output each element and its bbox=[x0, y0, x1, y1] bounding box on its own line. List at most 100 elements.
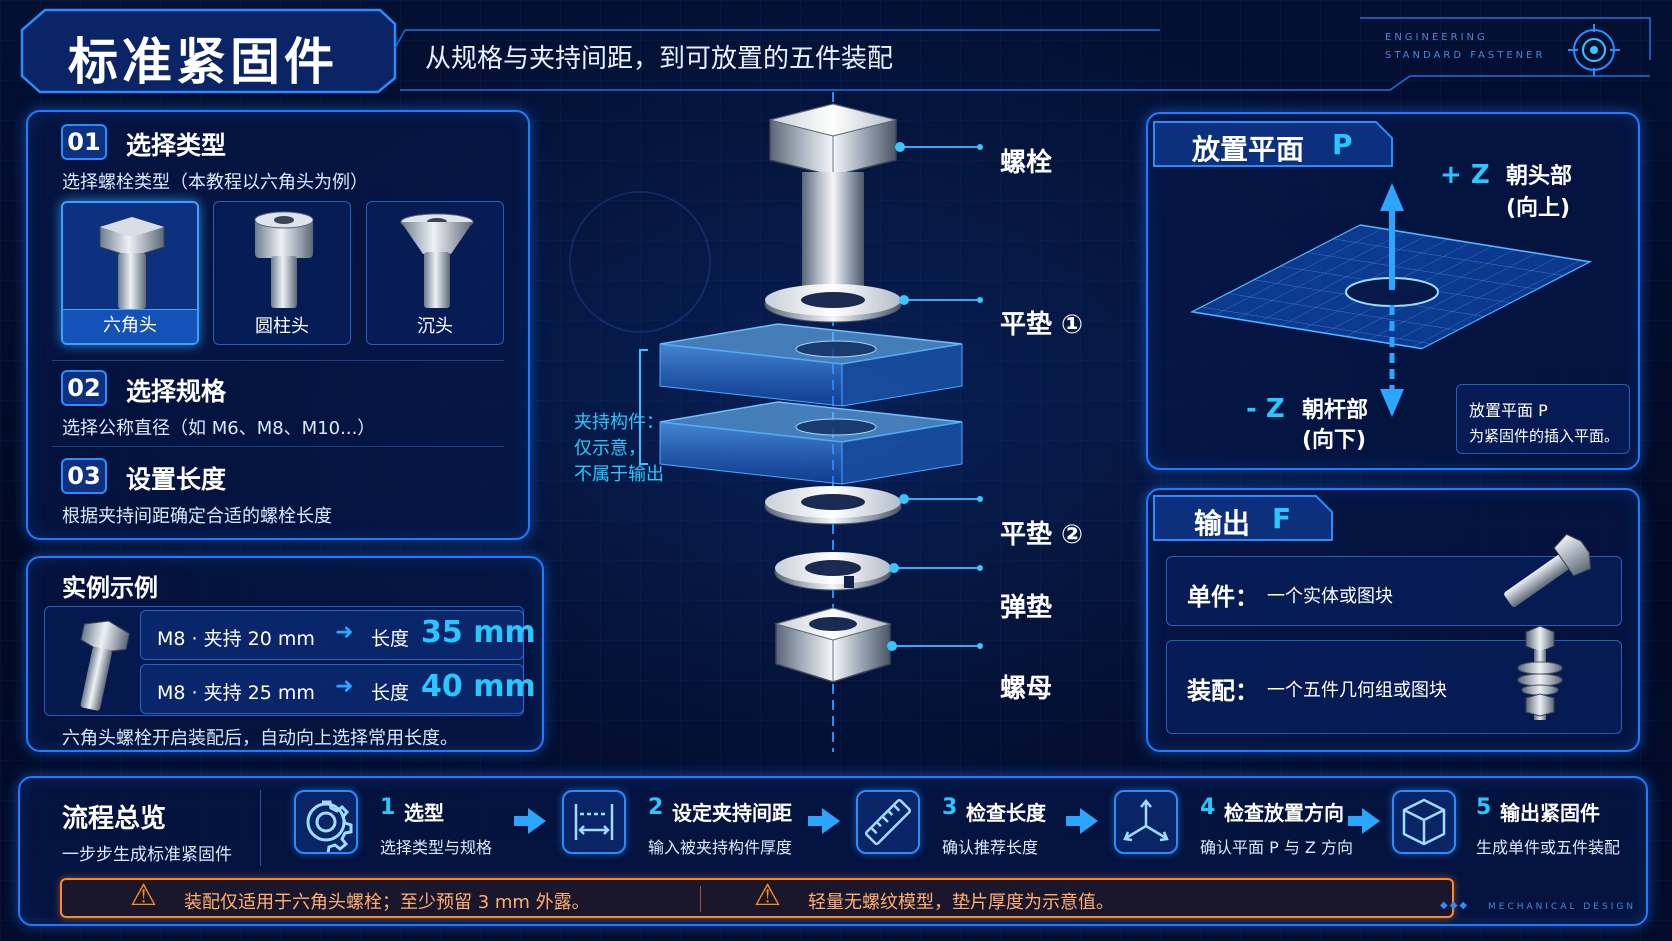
flow-step-4-icon-box[interactable] bbox=[1114, 790, 1178, 854]
minus-z-label: - Z bbox=[1246, 394, 1285, 424]
flow-step-2-num: 2 bbox=[648, 795, 664, 820]
output-title: 输出 bbox=[1194, 507, 1251, 540]
warning-text-2: 轻量无螺纹模型，垫片厚度为示意值。 bbox=[808, 892, 1114, 913]
example-note: 六角头螺栓开启装配后，自动向上选择常用长度。 bbox=[62, 728, 458, 749]
ruler-icon bbox=[864, 798, 912, 846]
step2-badge: 02 bbox=[61, 370, 107, 406]
flow-step-1-title: 选型 bbox=[404, 801, 444, 825]
flow-step-5-num: 5 bbox=[1476, 795, 1492, 820]
plane-title: 放置平面 bbox=[1192, 133, 1305, 166]
flow-divider bbox=[260, 790, 261, 866]
clamp-bracket bbox=[639, 349, 648, 465]
step3-title: 设置长度 bbox=[126, 465, 227, 494]
single-label: 单件： bbox=[1187, 583, 1259, 611]
flow-step-1-desc: 选择类型与规格 bbox=[380, 838, 493, 857]
placement-plane-diagram bbox=[1189, 183, 1593, 417]
example-len-value-1: 35 mm bbox=[421, 615, 536, 650]
footer-tag: MECHANICAL DESIGN bbox=[1488, 902, 1637, 912]
step1-desc: 选择螺栓类型（本教程以六角头为例） bbox=[62, 172, 368, 193]
warning-icon: ⚠ bbox=[754, 878, 781, 913]
type-card-hex[interactable]: 六角头 bbox=[61, 201, 199, 345]
header-frame bbox=[20, 8, 1651, 94]
flow-arrow-1 bbox=[514, 808, 546, 834]
flow-arrow-4 bbox=[1348, 808, 1380, 834]
flow-step-1-icon-box[interactable] bbox=[294, 790, 358, 854]
flow-step-2-icon-box[interactable] bbox=[562, 790, 626, 854]
bolt-example-icon bbox=[80, 620, 130, 711]
example-spec-2: M8 · 夹持 25 mm bbox=[157, 682, 315, 704]
label-bolt: 螺栓 bbox=[1000, 148, 1053, 178]
minus-z-desc-1: 朝杆部 bbox=[1302, 398, 1369, 423]
clamp-note-line-2: 仅示意， bbox=[574, 438, 646, 459]
cube-icon bbox=[1402, 798, 1446, 846]
label-nut: 螺母 bbox=[1000, 674, 1053, 704]
divider bbox=[52, 446, 504, 447]
cylinder-head-bolt-icon bbox=[254, 211, 314, 308]
flow-step-1-num: 1 bbox=[380, 795, 396, 820]
assembly-icon bbox=[1517, 625, 1563, 720]
arrow-right-icon: ➜ bbox=[335, 674, 354, 699]
flow-arrow-3 bbox=[1066, 808, 1098, 834]
flow-step-5-desc: 生成单件或五件装配 bbox=[1476, 838, 1621, 857]
eng-label-1: ENGINEERING bbox=[1385, 32, 1488, 43]
plane-note-2: 为紧固件的插入平面。 bbox=[1469, 427, 1620, 445]
example-len-label-1: 长度 bbox=[371, 628, 410, 650]
exploded-assembly-diagram bbox=[569, 92, 983, 752]
bolt-part bbox=[769, 103, 897, 299]
label-spring-washer: 弹垫 bbox=[1000, 593, 1053, 623]
type-label-hex: 六角头 bbox=[103, 315, 157, 336]
plane-note-1: 放置平面 P bbox=[1469, 401, 1548, 420]
hex-head-bolt-icon bbox=[99, 216, 165, 309]
example-row-2: M8 · 夹持 25 mm ➜ 长度 40 mm bbox=[140, 664, 536, 714]
clamp-note-line-3: 不属于输出 bbox=[574, 464, 664, 485]
page-title: 标准紧固件 bbox=[68, 33, 338, 91]
label-washer-2: 平垫 ② bbox=[1000, 520, 1084, 550]
example-spec-1: M8 · 夹持 20 mm bbox=[157, 628, 315, 650]
step1-badge: 01 bbox=[61, 124, 107, 160]
flow-step-2-desc: 输入被夹持构件厚度 bbox=[648, 838, 793, 857]
gear-icon bbox=[306, 800, 353, 852]
plus-z-desc-1: 朝头部 bbox=[1506, 164, 1573, 189]
warning-divider bbox=[700, 886, 701, 912]
clamp-note: 夹持构件： 仅示意， 不属于输出 bbox=[574, 410, 664, 488]
type-card-cylinder[interactable]: 圆柱头 bbox=[213, 201, 351, 345]
example-row-1: M8 · 夹持 20 mm ➜ 长度 35 mm bbox=[140, 610, 536, 660]
single-desc: 一个实体或图块 bbox=[1267, 586, 1393, 607]
countersunk-bolt-icon bbox=[400, 213, 474, 308]
flow-step-2-title: 设定夹持间距 bbox=[672, 801, 792, 825]
type-card-countersunk[interactable]: 沉头 bbox=[366, 201, 504, 345]
plane-title-letter: P bbox=[1332, 128, 1353, 161]
example-len-label-2: 长度 bbox=[371, 682, 410, 704]
output-title-letter: F bbox=[1272, 502, 1292, 535]
flow-step-5-title: 输出紧固件 bbox=[1500, 801, 1600, 825]
clamp-plate-2 bbox=[659, 401, 963, 485]
type-label-countersunk: 沉头 bbox=[417, 316, 453, 337]
single-bolt-icon bbox=[1504, 533, 1592, 608]
clamp-gap-icon bbox=[574, 804, 614, 840]
divider bbox=[52, 360, 504, 361]
example-len-value-2: 40 mm bbox=[421, 669, 536, 704]
step2-title: 选择规格 bbox=[126, 377, 227, 406]
flow-arrow-2 bbox=[808, 808, 840, 834]
warning-bar bbox=[60, 878, 1454, 918]
warning-icon: ⚠ bbox=[130, 878, 157, 913]
flow-subtitle: 一步步生成标准紧固件 bbox=[62, 845, 232, 865]
warning-text-1: 装配仅适用于六角头螺栓；至少预留 3 mm 外露。 bbox=[184, 892, 590, 913]
decor-circle bbox=[569, 191, 711, 333]
axes-icon bbox=[1123, 799, 1169, 842]
washer-2-part bbox=[764, 486, 902, 525]
flow-step-3-icon-box[interactable] bbox=[856, 790, 920, 854]
minus-z-desc-2: (向下) bbox=[1302, 428, 1367, 453]
type-label-cylinder: 圆柱头 bbox=[255, 316, 309, 337]
page-subtitle: 从规格与夹持间距，到可放置的五件装配 bbox=[425, 44, 894, 74]
plus-z-label: + Z bbox=[1440, 160, 1490, 190]
label-washer-1: 平垫 ① bbox=[1000, 310, 1084, 340]
nut-part bbox=[774, 607, 892, 683]
flow-title: 流程总览 bbox=[62, 804, 167, 834]
flow-step-4-num: 4 bbox=[1200, 795, 1216, 820]
flow-step-5-icon-box[interactable] bbox=[1392, 790, 1456, 854]
flow-step-4-desc: 确认平面 P 与 Z 方向 bbox=[1200, 838, 1353, 857]
assembly-desc: 一个五件几何组或图块 bbox=[1267, 680, 1447, 701]
arrow-right-icon: ➜ bbox=[335, 620, 354, 645]
step3-badge: 03 bbox=[61, 458, 107, 494]
